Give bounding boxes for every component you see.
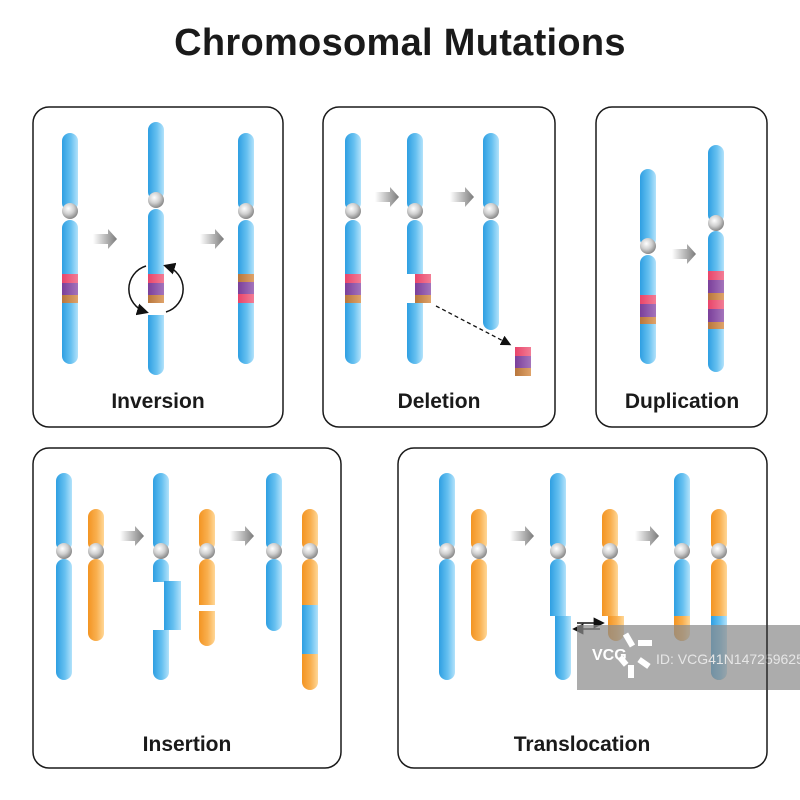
band-red [708, 271, 724, 280]
band-purple [148, 283, 164, 295]
chromosome-orange-result [302, 509, 318, 690]
centromere [708, 215, 724, 231]
chromosome-blue-break [550, 473, 571, 680]
band-purple [415, 283, 431, 295]
page-title: Chromosomal Mutations [174, 22, 626, 64]
band-purple [62, 283, 78, 295]
process-arrow-icon [200, 229, 224, 249]
centromere [471, 543, 487, 559]
chromosome-blue-result [266, 473, 282, 631]
process-arrow-icon [120, 526, 144, 546]
band-orange [62, 295, 78, 303]
band-purple [640, 304, 656, 317]
band-red [515, 347, 531, 356]
band-orange [415, 295, 431, 303]
band-orange [708, 322, 724, 329]
centromere [62, 203, 78, 219]
centromere [238, 203, 254, 219]
process-arrow-icon [510, 526, 534, 546]
inserted-segment [302, 605, 318, 654]
panel-label-deletion: Deletion [398, 390, 481, 413]
chromosome-deleted [483, 133, 499, 330]
centromere [439, 543, 455, 559]
band-orange [148, 295, 164, 303]
centromere [153, 543, 169, 559]
chromosome-blue-break [153, 473, 181, 680]
band-orange [238, 274, 254, 282]
chromosome-inverted [238, 133, 254, 364]
panel-label-translocation: Translocation [514, 733, 651, 756]
band-red [148, 274, 164, 283]
band-red [345, 274, 361, 283]
excised-segment [164, 581, 181, 630]
deleted-segment [515, 347, 531, 376]
band-orange [708, 293, 724, 300]
centromere [711, 543, 727, 559]
process-arrow-icon [450, 187, 474, 207]
process-arrow-icon [230, 526, 254, 546]
band-purple [345, 283, 361, 295]
insertion-group: Insertion [56, 473, 318, 756]
centromere [148, 192, 164, 208]
band-red [415, 274, 431, 283]
watermark-id: ID: VCG41N1472596259 [656, 651, 800, 667]
process-arrow-icon [635, 526, 659, 546]
panel-insertion [32, 447, 342, 769]
band-purple [708, 309, 724, 322]
band-red [62, 274, 78, 283]
chromosome-original [345, 133, 361, 364]
chromosome-orange-break [602, 509, 624, 641]
rotation-arrows-icon [128, 262, 184, 316]
watermark: VCG ID: VCG41N1472596259 [577, 625, 800, 700]
band-purple [515, 356, 531, 368]
chromosome-original [640, 169, 656, 364]
chromosome-original [62, 133, 78, 364]
process-arrow-icon [672, 244, 696, 264]
chromosome-blue [439, 473, 455, 680]
duplication-group: Duplication [625, 145, 739, 413]
chromosome-break [128, 122, 184, 375]
watermark-burst-icon [617, 632, 652, 678]
process-arrow-icon [93, 229, 117, 249]
panel-duplication [595, 106, 768, 428]
centromere [674, 543, 690, 559]
panel-label-duplication: Duplication [625, 390, 739, 413]
deletion-group: Deletion [345, 133, 531, 413]
centromere [302, 543, 318, 559]
inversion-group: Inversion [62, 122, 254, 413]
band-red [238, 294, 254, 303]
centromere [199, 543, 215, 559]
band-orange [515, 368, 531, 376]
centromere [602, 543, 618, 559]
centromere [407, 203, 423, 219]
chromosome-duplicated [708, 145, 724, 372]
chromosome-orange-break [199, 509, 215, 646]
band-red [640, 295, 656, 304]
chromosome-blue [56, 473, 72, 680]
panel-label-inversion: Inversion [111, 390, 204, 413]
centromere [266, 543, 282, 559]
band-red [708, 300, 724, 309]
centromere [56, 543, 72, 559]
centromere [550, 543, 566, 559]
chromosome-orange [88, 509, 104, 641]
band-orange [345, 295, 361, 303]
process-arrow-icon [375, 187, 399, 207]
band-purple [708, 280, 724, 293]
centromere [88, 543, 104, 559]
centromere [483, 203, 499, 219]
band-orange [640, 317, 656, 324]
band-purple [238, 282, 254, 294]
centromere [640, 238, 656, 254]
chromosome-orange [471, 509, 487, 641]
chromosome-break [407, 133, 431, 364]
centromere [345, 203, 361, 219]
panel-label-insertion: Insertion [143, 733, 232, 756]
watermark-logo: VCG [592, 647, 627, 664]
